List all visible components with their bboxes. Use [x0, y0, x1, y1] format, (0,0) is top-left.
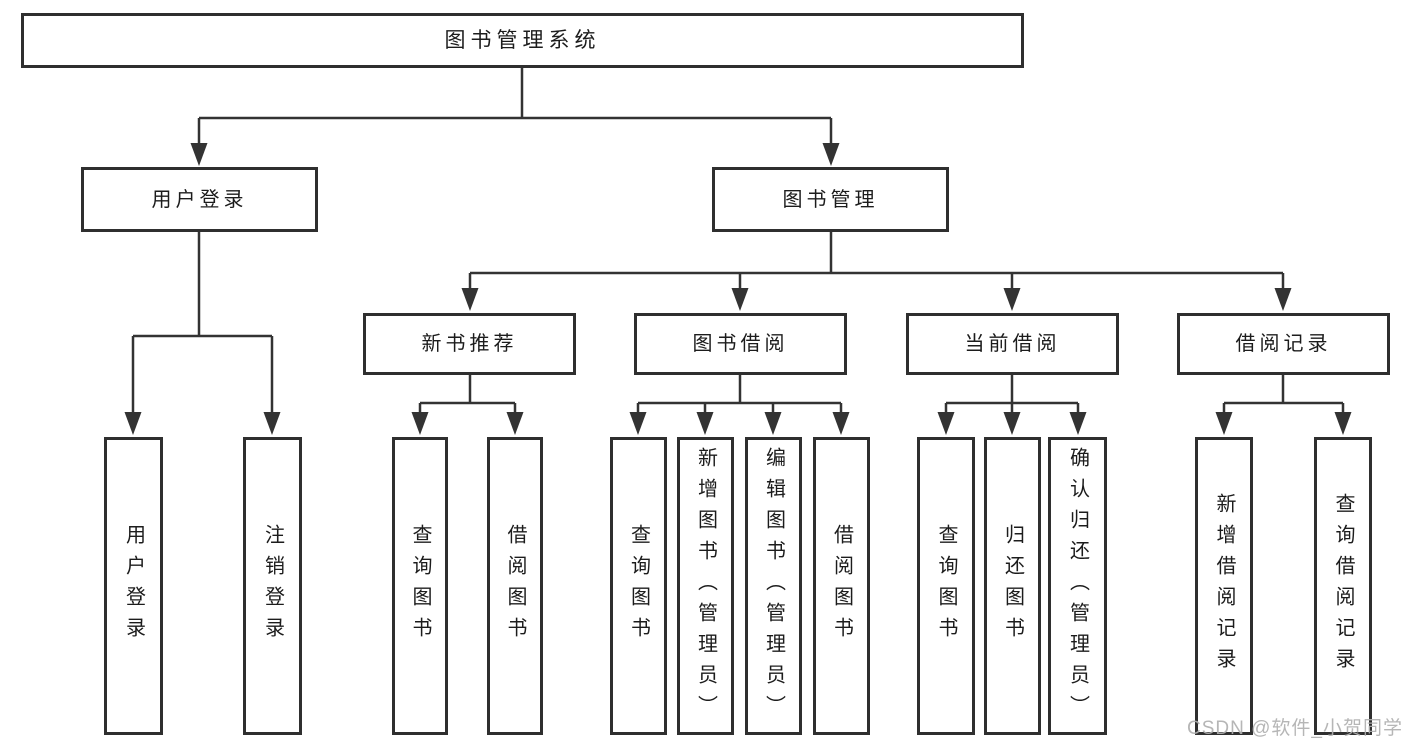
arrow-down-icon	[1274, 288, 1292, 311]
arrow-down-icon	[764, 412, 782, 435]
node-label: 编辑图书（管理员）	[762, 446, 785, 726]
node-label: 用户登录	[122, 524, 145, 648]
node-label: 查询图书	[935, 524, 957, 648]
arrow-down-icon	[506, 412, 524, 435]
node-label: 新书推荐	[421, 333, 518, 355]
leaf-query-books-borrow: 查询图书	[610, 437, 667, 735]
arrow-down-icon	[629, 412, 647, 435]
node-label: 新增图书（管理员）	[694, 446, 717, 726]
connector-bookmgmt-to-level3	[461, 232, 1292, 311]
node-label: 用户登录	[151, 188, 248, 211]
leaf-query-books-recommend: 查询图书	[392, 437, 448, 735]
arrow-down-icon	[1069, 412, 1087, 435]
leaf-query-books-current: 查询图书	[917, 437, 975, 735]
connector-borrow-to-leaves	[629, 375, 850, 435]
arrow-down-icon	[1003, 412, 1021, 435]
node-label: 确认归还（管理员）	[1066, 446, 1089, 726]
node-label: 查询借阅记录	[1332, 493, 1354, 679]
connector-root-to-level2	[190, 68, 840, 166]
connector-userlogin-to-leaves	[124, 232, 281, 435]
node-current-borrowing: 当前借阅	[906, 313, 1119, 375]
arrow-down-icon	[731, 288, 749, 311]
leaf-borrow-books: 借阅图书	[813, 437, 870, 735]
node-label: 归还图书	[1001, 524, 1024, 648]
csdn-watermark: CSDN @软件_小贺同学	[1187, 718, 1403, 739]
arrow-down-icon	[461, 288, 479, 311]
node-label: 借阅记录	[1235, 333, 1332, 355]
leaf-return-book: 归还图书	[984, 437, 1041, 735]
connector-records-to-leaves	[1215, 375, 1352, 435]
arrow-down-icon	[832, 412, 850, 435]
arrow-down-icon	[190, 143, 208, 166]
node-label: 图书管理系统	[444, 28, 601, 52]
node-label: 新增借阅记录	[1213, 493, 1235, 679]
node-book-borrowing: 图书借阅	[634, 313, 847, 375]
node-label: 图书借阅	[692, 333, 789, 355]
arrow-down-icon	[822, 143, 840, 166]
node-label: 查询图书	[409, 524, 431, 648]
connector-newbook-to-leaves	[411, 375, 524, 435]
leaf-add-borrow-record: 新增借阅记录	[1195, 437, 1253, 735]
arrow-down-icon	[1003, 288, 1021, 311]
node-root-system: 图书管理系统	[21, 13, 1024, 68]
arrow-down-icon	[696, 412, 714, 435]
arrow-down-icon	[263, 412, 281, 435]
node-borrowing-records: 借阅记录	[1177, 313, 1390, 375]
leaf-edit-book-admin: 编辑图书（管理员）	[745, 437, 802, 735]
connector-current-to-leaves	[937, 375, 1087, 435]
node-book-management: 图书管理	[712, 167, 949, 232]
leaf-borrow-books-recommend: 借阅图书	[487, 437, 543, 735]
arrow-down-icon	[937, 412, 955, 435]
node-label: 查询图书	[627, 524, 650, 648]
arrow-down-icon	[124, 412, 142, 435]
leaf-query-borrow-record: 查询借阅记录	[1314, 437, 1372, 735]
node-user-login: 用户登录	[81, 167, 318, 232]
leaf-user-login: 用户登录	[104, 437, 163, 735]
arrow-down-icon	[1215, 412, 1233, 435]
leaf-add-book-admin: 新增图书（管理员）	[677, 437, 734, 735]
node-label: 注销登录	[261, 524, 284, 648]
node-label: 借阅图书	[830, 524, 853, 648]
arrow-down-icon	[411, 412, 429, 435]
node-label: 图书管理	[782, 188, 879, 211]
node-label: 当前借阅	[964, 333, 1061, 355]
arrow-down-icon	[1334, 412, 1352, 435]
leaf-confirm-return-admin: 确认归还（管理员）	[1048, 437, 1107, 735]
leaf-logout: 注销登录	[243, 437, 302, 735]
node-label: 借阅图书	[504, 524, 526, 648]
node-new-book-recommend: 新书推荐	[363, 313, 576, 375]
